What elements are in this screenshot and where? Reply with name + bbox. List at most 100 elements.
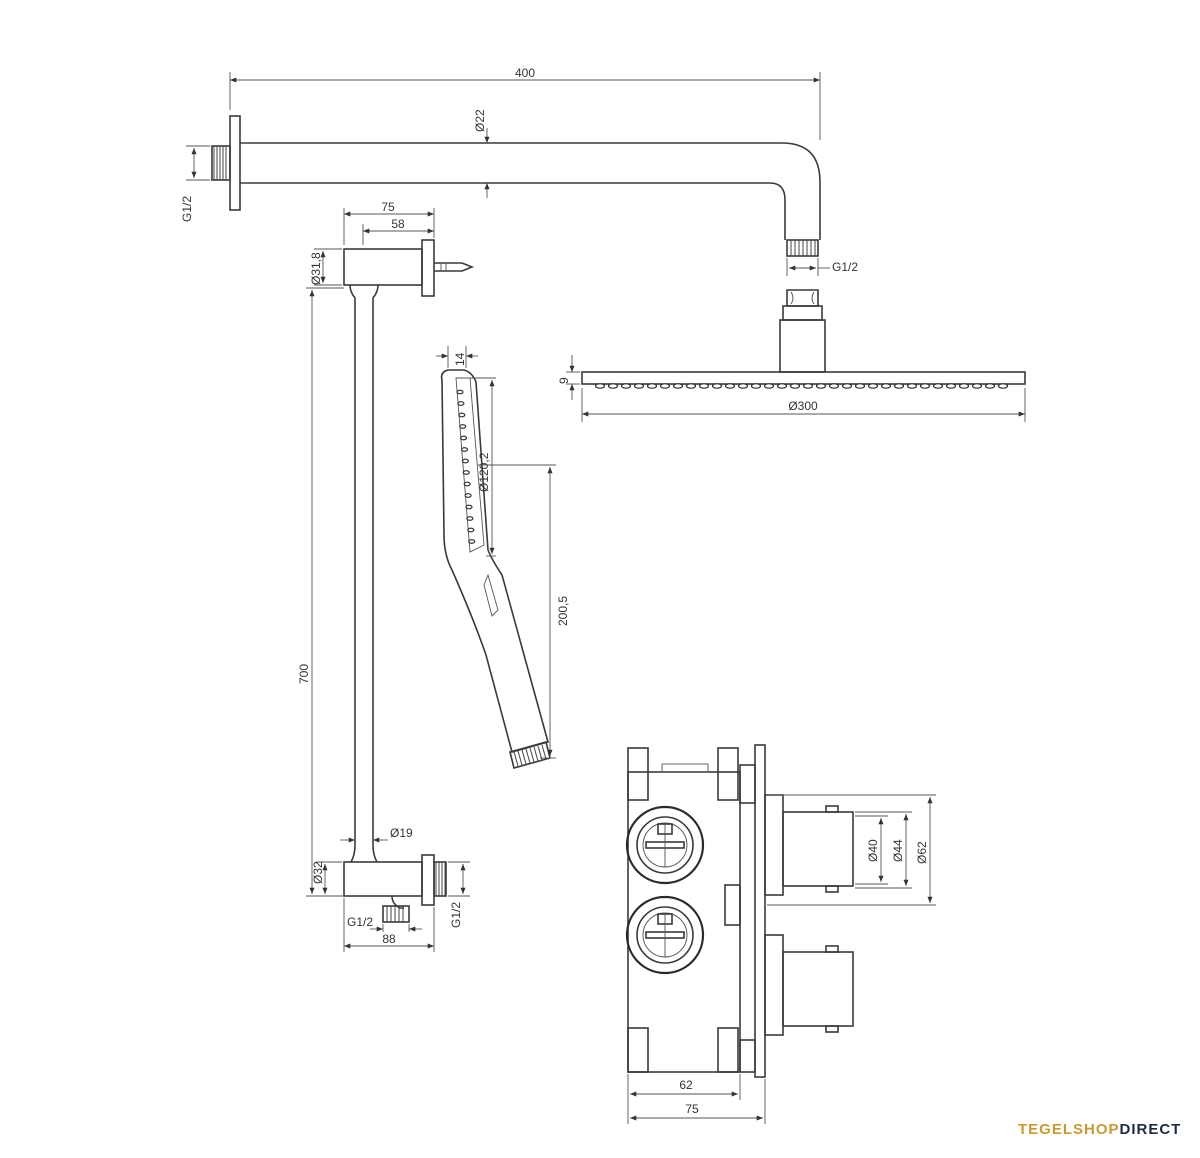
dim-bottom-width: 88 bbox=[343, 898, 435, 952]
dim-head-diameter: Ø300 bbox=[581, 388, 1026, 422]
hand-nozzle bbox=[463, 481, 471, 487]
dim-arm-diameter-label: Ø22 bbox=[473, 109, 487, 132]
top-screw bbox=[434, 262, 475, 272]
dim-bracket-outer: 75 bbox=[343, 200, 435, 245]
valve-side-inlet bbox=[724, 884, 741, 926]
nozzle bbox=[633, 383, 645, 389]
nozzle bbox=[841, 383, 853, 389]
hand-nozzle bbox=[460, 435, 468, 441]
nozzle bbox=[750, 383, 762, 389]
bottom-wall-plate bbox=[421, 854, 435, 906]
bar-right-edge bbox=[372, 284, 379, 863]
outlet-thread bbox=[382, 905, 410, 923]
hand-shower-thread bbox=[509, 741, 551, 769]
dim-valve-depth-75: 75 bbox=[630, 1079, 766, 1124]
dim-bottom-thread: G1/2 bbox=[448, 861, 470, 928]
dim-outlet-thread-label: G1/2 bbox=[347, 915, 373, 929]
valve-housing bbox=[627, 771, 741, 1073]
head-collar bbox=[782, 305, 823, 321]
nozzle bbox=[802, 383, 814, 389]
hand-nozzle bbox=[458, 412, 466, 418]
dim-hand-length-label: 200,5 bbox=[556, 596, 570, 626]
valve-lug-bottom-right bbox=[717, 1027, 739, 1073]
dim-hand-thickness: 14 bbox=[436, 346, 478, 368]
dim-hand-length: 200,5 bbox=[478, 464, 570, 759]
dim-arm-end-thread-label: G1/2 bbox=[832, 260, 858, 274]
head-plate bbox=[581, 371, 1026, 385]
dim-bar-length: 700 bbox=[297, 287, 344, 897]
nozzle bbox=[646, 383, 658, 389]
head-nozzles bbox=[594, 383, 1009, 389]
nozzle bbox=[932, 383, 944, 389]
dim-valve-d40: Ø40 bbox=[855, 815, 888, 885]
brand-part-1: TEGELSHOP bbox=[1018, 1121, 1120, 1138]
dim-valve-d62: Ø62 bbox=[767, 794, 936, 906]
dim-wall-thread-label: G1/2 bbox=[180, 196, 194, 222]
dim-bottom-diameter-label: Ø32 bbox=[311, 861, 325, 884]
nozzle bbox=[880, 383, 892, 389]
nozzle bbox=[815, 383, 827, 389]
nozzle bbox=[685, 383, 697, 389]
dim-outlet-thread: G1/2 bbox=[347, 915, 422, 932]
bar-left-edge bbox=[349, 284, 356, 863]
nozzle bbox=[971, 383, 983, 389]
dim-arm-end-thread: G1/2 bbox=[786, 258, 858, 276]
nozzle bbox=[724, 383, 736, 389]
valve-port-upper bbox=[625, 805, 705, 885]
hand-nozzle bbox=[461, 458, 469, 464]
dim-bracket-diameter-label: Ø31,8 bbox=[309, 252, 323, 285]
dim-bar-length-label: 700 bbox=[297, 664, 311, 684]
hand-shower-body bbox=[440, 369, 549, 753]
valve-handle-lower-rosette bbox=[764, 934, 784, 1036]
bottom-bracket bbox=[343, 861, 423, 897]
hand-nozzle bbox=[456, 389, 464, 395]
dim-valve-depth-75-label: 75 bbox=[685, 1102, 699, 1116]
dim-bracket-diameter: Ø31,8 bbox=[309, 248, 342, 286]
nozzle bbox=[867, 383, 879, 389]
hand-nozzle bbox=[466, 516, 474, 521]
nozzle bbox=[945, 383, 957, 389]
nozzle bbox=[958, 383, 970, 389]
bottom-thread bbox=[433, 861, 447, 897]
hand-shower bbox=[440, 369, 551, 769]
dim-bar-diameter-label: Ø19 bbox=[390, 826, 413, 840]
dim-valve-d62-label: Ø62 bbox=[915, 841, 929, 864]
nozzle bbox=[984, 383, 996, 389]
nozzle bbox=[997, 383, 1009, 389]
nozzle bbox=[711, 383, 723, 389]
dim-head-diameter-label: Ø300 bbox=[788, 399, 818, 413]
hand-shower-nozzles bbox=[456, 389, 476, 544]
valve-handle-upper-rosette bbox=[764, 794, 784, 896]
dim-head-thickness: 9 bbox=[557, 355, 580, 400]
shower-arm bbox=[211, 115, 821, 257]
hand-shower-button bbox=[483, 573, 499, 617]
dim-hand-diameter-label: Ø120,2 bbox=[477, 452, 491, 492]
nozzle bbox=[659, 383, 671, 389]
dim-hand-diameter: Ø120,2 bbox=[470, 377, 496, 557]
nozzle bbox=[854, 383, 866, 389]
arm-wall-flange bbox=[229, 115, 241, 211]
hand-nozzle bbox=[468, 539, 476, 544]
nozzle bbox=[620, 383, 632, 389]
dim-valve-d44: Ø44 bbox=[855, 811, 912, 889]
dim-arm-length-label: 400 bbox=[515, 66, 535, 80]
outlet-elbow bbox=[391, 895, 404, 909]
dim-bottom-width-label: 88 bbox=[382, 932, 396, 946]
dim-arm-length: 400 bbox=[229, 66, 821, 140]
nozzle bbox=[607, 383, 619, 389]
nozzle bbox=[828, 383, 840, 389]
nozzle bbox=[737, 383, 749, 389]
dim-bracket-outer-label: 75 bbox=[381, 200, 395, 214]
dim-arm-diameter: Ø22 bbox=[473, 109, 490, 198]
slide-bar bbox=[343, 239, 475, 923]
dim-valve-d44-label: Ø44 bbox=[891, 839, 905, 862]
head-connector bbox=[779, 319, 826, 373]
valve-lug-bottom-left bbox=[627, 1027, 649, 1073]
rain-shower-head bbox=[581, 289, 1026, 389]
valve-lug-top-left bbox=[627, 747, 649, 801]
top-bracket bbox=[343, 248, 423, 286]
nozzle bbox=[789, 383, 801, 389]
dim-bracket-inner: 58 bbox=[362, 217, 434, 245]
nozzle bbox=[919, 383, 931, 389]
